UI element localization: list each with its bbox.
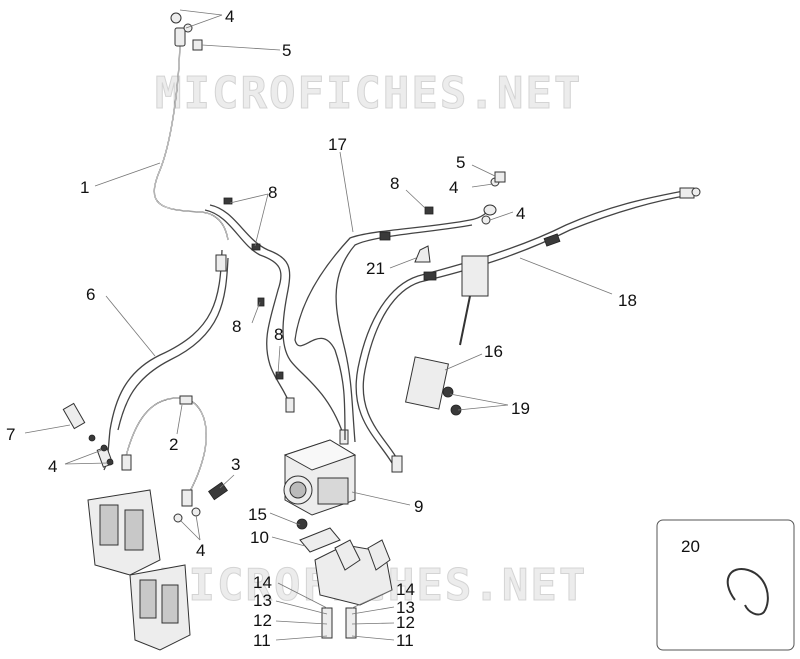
- inset-label: 20: [681, 537, 700, 556]
- callout-labels: 4 5 1 8 6 8 8 7 4 2 3 4 9 15 10 17 8 5 4…: [6, 7, 637, 650]
- hose-bundle-b: [209, 204, 346, 441]
- callout-11-left: 11: [253, 631, 271, 650]
- watermark-top: MICROFICHES.NET: [155, 68, 582, 119]
- hose-2: [124, 397, 207, 501]
- callout-6: 6: [86, 285, 95, 304]
- callout-4-top: 4: [225, 7, 234, 26]
- callout-17: 17: [328, 135, 347, 154]
- callout-4-left: 4: [48, 457, 57, 476]
- banjo-top-fitting: [174, 27, 186, 47]
- callout-4-bottom: 4: [196, 541, 205, 560]
- callout-14-left: 14: [253, 573, 272, 592]
- washer-top: [170, 12, 182, 24]
- callout-19: 19: [511, 399, 530, 418]
- callout-15: 15: [248, 505, 267, 524]
- callout-13-left: 13: [253, 591, 272, 610]
- brake-calipers: [87, 489, 191, 651]
- abs-unit: [283, 439, 357, 516]
- callout-8-d: 8: [390, 174, 399, 193]
- callout-21: 21: [366, 259, 385, 278]
- callout-16: 16: [484, 342, 503, 361]
- callout-3: 3: [231, 455, 240, 474]
- hose-6: [103, 249, 223, 471]
- circlip-20-icon: [726, 568, 769, 616]
- bleed-valve-3: [208, 481, 228, 501]
- callout-5-right: 5: [456, 153, 465, 172]
- hose-18: [362, 194, 691, 466]
- clip-21: [414, 245, 431, 263]
- callout-10: 10: [250, 528, 269, 547]
- callout-12-left: 12: [253, 611, 272, 630]
- callout-1: 1: [80, 178, 89, 197]
- callout-8-c: 8: [274, 325, 283, 344]
- sensor-7: [62, 402, 86, 430]
- callout-5-top: 5: [282, 41, 291, 60]
- callout-2: 2: [169, 435, 178, 454]
- hose-1: [153, 34, 229, 241]
- bolt-5-right: [494, 171, 506, 183]
- callout-4-right-a: 4: [449, 178, 458, 197]
- callout-11-right: 11: [396, 631, 414, 650]
- bracket-16: [404, 356, 450, 410]
- hose-bundle-a: [204, 209, 291, 406]
- hose-17: [294, 207, 491, 441]
- abs-bracket: [296, 518, 393, 639]
- callout-18: 18: [618, 291, 637, 310]
- brake-lines: [96, 12, 701, 507]
- inset-box: 20: [656, 519, 795, 651]
- leader-lines: [24, 9, 613, 641]
- callout-8-a: 8: [268, 183, 277, 202]
- callout-9: 9: [414, 497, 423, 516]
- callout-12-right: 12: [396, 613, 415, 632]
- callout-14-right: 14: [396, 580, 415, 599]
- rear-master-cylinder: [461, 255, 489, 297]
- callout-7: 7: [6, 425, 15, 444]
- callout-8-b: 8: [232, 317, 241, 336]
- bleed-screw-top: [192, 39, 203, 51]
- caliper-upper: [87, 489, 161, 576]
- caliper-lower: [129, 564, 191, 651]
- callout-4-right-b: 4: [516, 204, 525, 223]
- callout-13-right: 13: [396, 598, 415, 617]
